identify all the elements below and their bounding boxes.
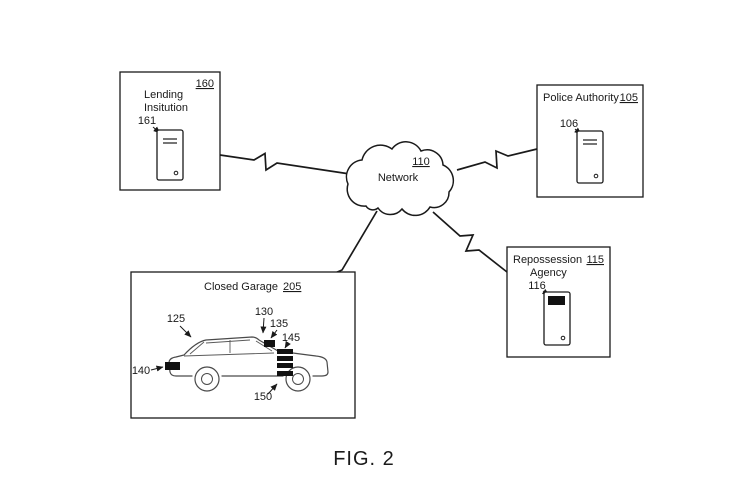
figure-caption: FIG. 2 bbox=[333, 448, 395, 470]
lending-ref: 160 bbox=[196, 78, 214, 90]
cloud-outline bbox=[345, 141, 455, 217]
lightning-link-network-repossession bbox=[432, 211, 508, 273]
car-wheel-front-hub bbox=[292, 373, 304, 385]
ref-140: 140 bbox=[132, 365, 150, 377]
device-cowl-module bbox=[264, 340, 275, 347]
device-bar-1 bbox=[277, 349, 293, 354]
car-wheel-rear bbox=[194, 366, 220, 392]
police-title: Police Authority bbox=[543, 92, 619, 104]
lending-title-line2: Insitution bbox=[144, 102, 188, 114]
car-illustration bbox=[165, 336, 329, 392]
computer-tower-icon bbox=[156, 129, 184, 181]
repossession-ref: 115 bbox=[586, 254, 604, 266]
police-ref: 105 bbox=[620, 92, 638, 104]
computer-tower-icon bbox=[576, 130, 604, 184]
lightning-link-lending-network bbox=[219, 152, 351, 175]
network-ref: 110 bbox=[412, 156, 430, 168]
device-bar-2 bbox=[277, 356, 293, 361]
car-wheel-front bbox=[285, 366, 311, 392]
lightning-link-police-network bbox=[456, 148, 538, 171]
ref-145: 145 bbox=[282, 332, 300, 344]
lending-device-ref: 161 bbox=[138, 115, 156, 127]
device-bar-3 bbox=[277, 363, 293, 368]
garage-ref: 205 bbox=[283, 281, 301, 293]
repossession-agency-box: Repossession 115 Agency 116 bbox=[506, 246, 611, 358]
lending-institution-box: 160 Lending Insitution 161 bbox=[119, 71, 221, 191]
car-body bbox=[168, 336, 329, 377]
repossession-device-ref: 116 bbox=[528, 280, 546, 292]
car-greenhouse-lines bbox=[183, 339, 275, 357]
closed-garage-box: Closed Garage 205 125 130 135 bbox=[130, 271, 356, 419]
computer-tower-icon bbox=[543, 291, 571, 346]
ref-125: 125 bbox=[167, 313, 185, 325]
ref-135: 135 bbox=[270, 318, 288, 330]
network-label: Network bbox=[378, 172, 419, 184]
device-rear-module bbox=[165, 362, 180, 370]
lending-title-line1: Lending bbox=[144, 89, 183, 101]
network-cloud: 110 Network bbox=[345, 141, 455, 217]
ref-150: 150 bbox=[254, 391, 272, 403]
device-bar-4 bbox=[277, 371, 293, 376]
repossession-title-line2: Agency bbox=[530, 267, 567, 279]
garage-title: Closed Garage bbox=[204, 281, 278, 293]
repossession-title-line1: Repossession bbox=[513, 254, 582, 266]
car-reference-labels: 125 130 135 145 140 150 bbox=[132, 306, 300, 403]
ref-130: 130 bbox=[255, 306, 273, 318]
police-device-ref: 106 bbox=[560, 118, 578, 130]
police-authority-box: Police Authority 105 106 bbox=[536, 84, 644, 198]
car-wheel-rear-hub bbox=[201, 373, 213, 385]
